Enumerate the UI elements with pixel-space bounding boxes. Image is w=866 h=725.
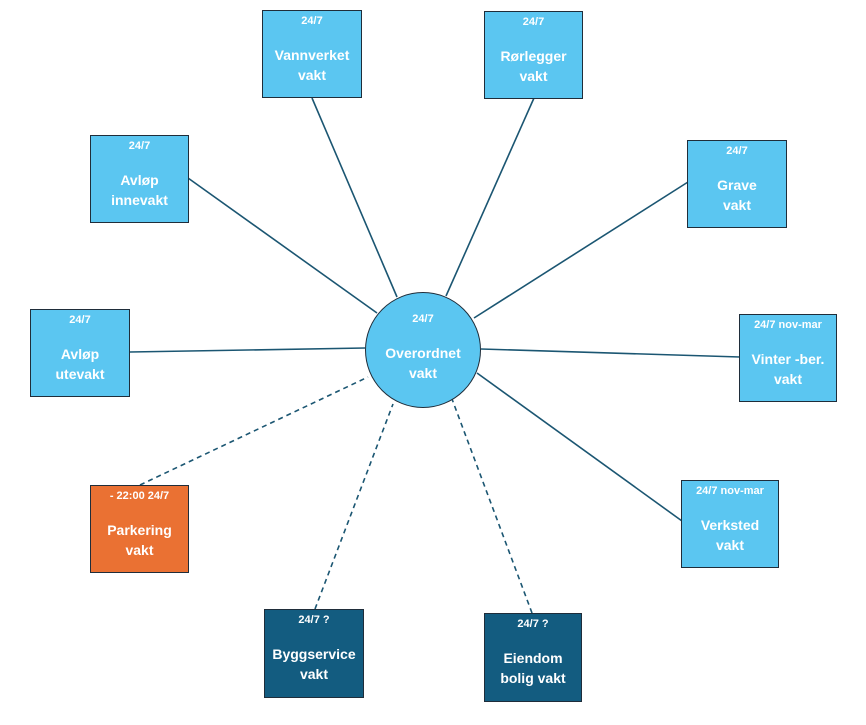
edge-parkering [139, 376, 369, 486]
edge-avlop-inne [187, 177, 378, 314]
node-badge: 24/7 [128, 140, 151, 152]
node-badge: 24/7 ? [298, 614, 330, 626]
node-badge: 24/7 ? [517, 618, 549, 630]
node-badge: - 22:00 24/7 [109, 490, 170, 502]
edge-grave [473, 181, 689, 319]
node-badge: 24/7 [69, 314, 91, 326]
edge-eiendom [451, 398, 533, 614]
node-badge: 24/7 [726, 145, 748, 157]
node-badge: 24/7 nov-mar [754, 319, 822, 331]
edge-rorlegger [445, 97, 535, 297]
node-vinter-beredskap-vakt[interactable]: 24/7 nov-mar Vinter -ber.vakt [739, 314, 837, 402]
node-label: Vinter -ber.vakt [751, 351, 825, 387]
node-badge: 24/7 [522, 16, 545, 28]
edge-verksted [476, 372, 683, 522]
edge-avlop-ute [129, 347, 366, 353]
hub-badge: 24/7 [412, 313, 434, 325]
edge-vinter [480, 348, 741, 358]
node-badge: 24/7 nov-mar [696, 485, 764, 497]
edge-vannverket [311, 97, 398, 298]
node-badge: 24/7 [301, 15, 323, 27]
edge-byggservice [314, 403, 394, 610]
